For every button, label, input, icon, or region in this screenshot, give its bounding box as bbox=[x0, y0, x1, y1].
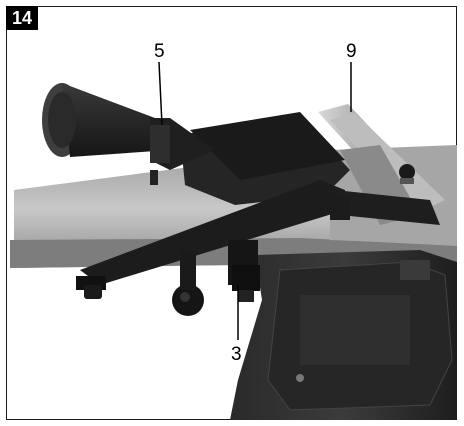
side-badge bbox=[400, 260, 430, 280]
callout-label-5: 5 bbox=[154, 41, 165, 62]
fence-mount bbox=[335, 190, 440, 225]
callout-line-5 bbox=[158, 61, 163, 126]
hood-plate-top bbox=[190, 112, 345, 180]
dust-extraction-hood bbox=[42, 83, 215, 185]
fence-knob bbox=[399, 164, 415, 184]
callout-label-3: 3 bbox=[231, 344, 242, 365]
lower-screw-knob bbox=[232, 265, 260, 302]
clamp-knob bbox=[172, 250, 204, 316]
side-vent bbox=[300, 295, 410, 365]
callout-label-9: 9 bbox=[346, 41, 357, 62]
support-arm bbox=[80, 180, 345, 285]
fence-lock-knob bbox=[330, 198, 350, 220]
arm-knob-left bbox=[76, 276, 106, 299]
body-screw bbox=[296, 374, 304, 382]
figure-number-badge: 14 bbox=[6, 6, 38, 30]
